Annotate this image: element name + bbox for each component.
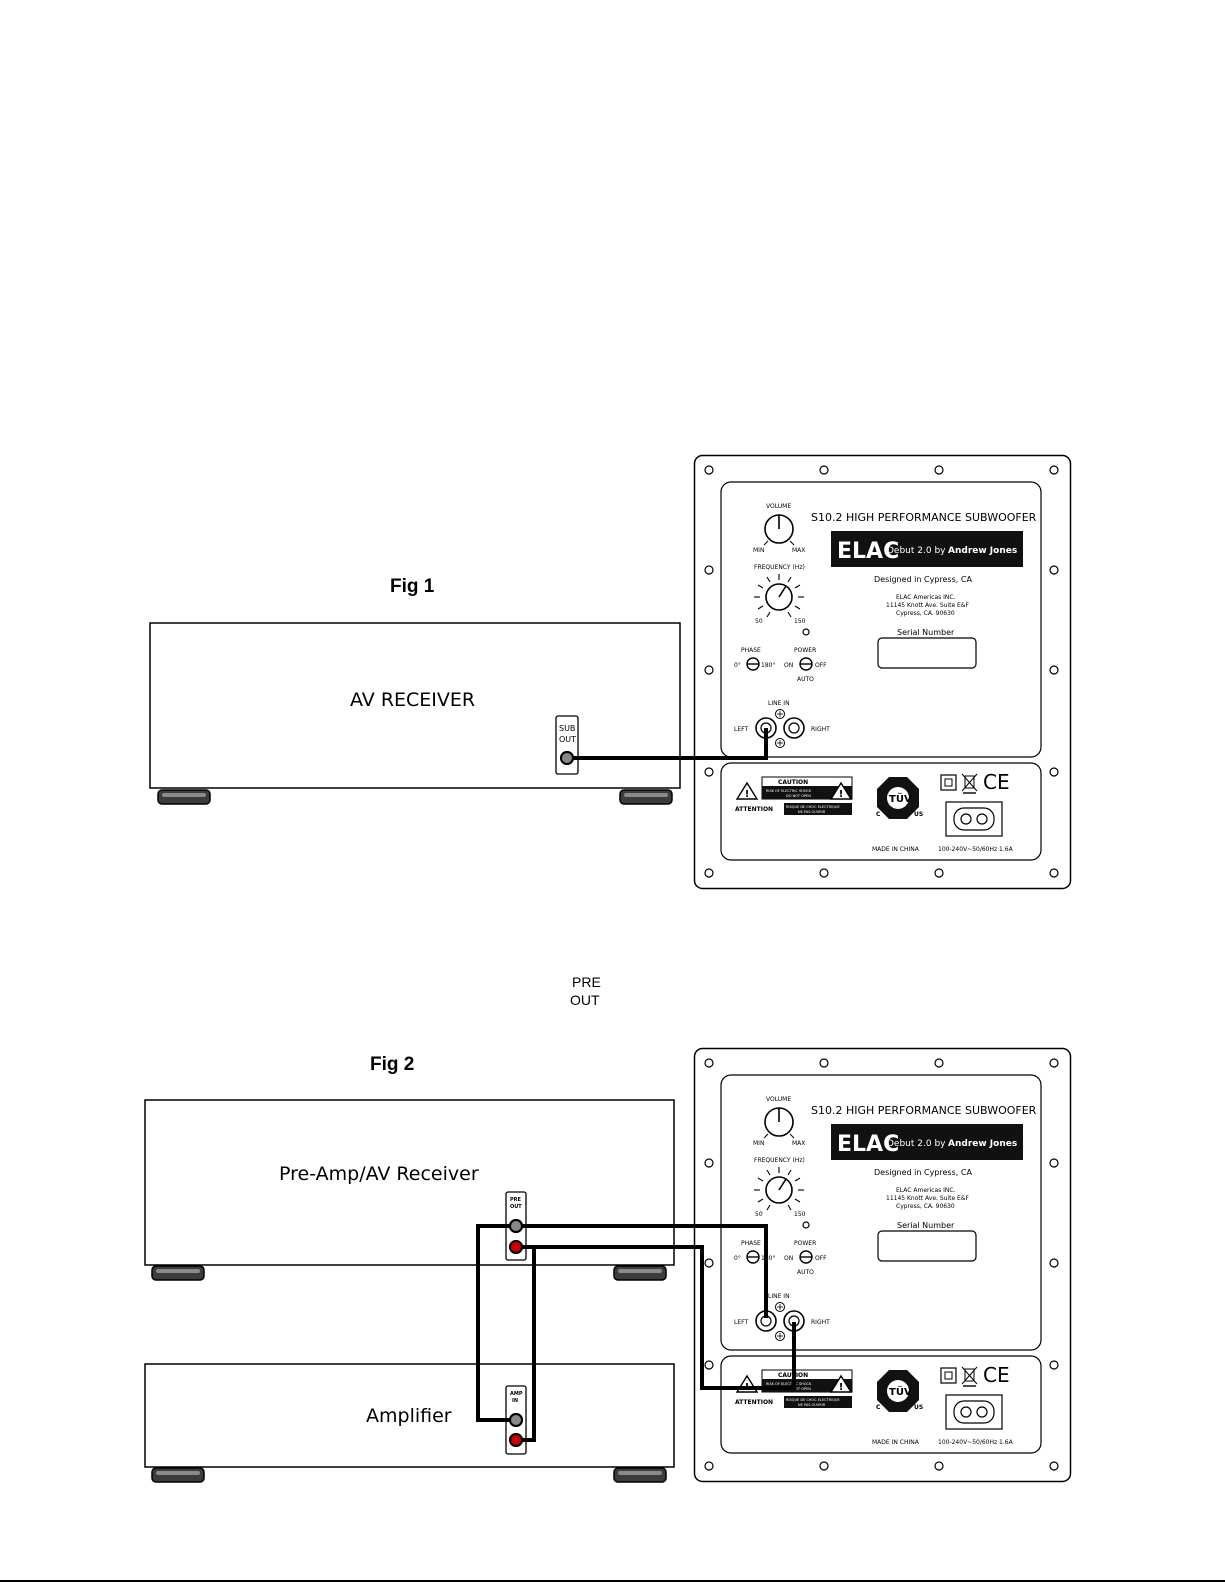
svg-text:MADE IN CHINA: MADE IN CHINA <box>872 1439 920 1446</box>
svg-text:Serial Number: Serial Number <box>897 628 955 637</box>
svg-text:0°: 0° <box>734 662 741 669</box>
svg-text:OUT: OUT <box>510 1204 522 1210</box>
svg-text:VOLUME: VOLUME <box>766 503 791 510</box>
svg-text:Serial Number: Serial Number <box>897 1221 955 1230</box>
svg-text:DO NOT OPEN: DO NOT OPEN <box>786 1387 811 1391</box>
svg-text:SUB: SUB <box>559 724 575 733</box>
svg-text:50: 50 <box>755 618 763 625</box>
svg-text:NE PAS OUVRIR: NE PAS OUVRIR <box>798 810 826 814</box>
svg-text:RIGHT: RIGHT <box>811 1319 830 1326</box>
sub-cable-fig1 <box>567 728 768 760</box>
svg-text:OFF: OFF <box>815 662 827 669</box>
svg-text:100-240V~50/60Hz 1.6A: 100-240V~50/60Hz 1.6A <box>938 1439 1014 1446</box>
bottom-rule <box>0 1580 1225 1582</box>
svg-text:0°: 0° <box>734 1255 741 1262</box>
subwoofer-panel-fig2: VOLUME MIN MAX FREQUENCY (Hz) 50 150 PHA… <box>693 1047 1072 1483</box>
svg-text:LEFT: LEFT <box>734 1319 748 1326</box>
svg-text:Debut 2.0 by: Debut 2.0 by <box>887 546 946 556</box>
svg-text:150: 150 <box>794 618 806 625</box>
svg-text:CE: CE <box>983 770 1010 794</box>
svg-text:ELAC: ELAC <box>837 1132 899 1157</box>
svg-text:S10.2 HIGH PERFORMANCE SUBWOOF: S10.2 HIGH PERFORMANCE SUBWOOFER <box>811 511 1037 524</box>
svg-text:VOLUME: VOLUME <box>766 1096 791 1103</box>
svg-text:LEFT: LEFT <box>734 726 748 733</box>
svg-text:POWER: POWER <box>794 647 816 654</box>
svg-text:IN: IN <box>512 1398 518 1404</box>
svg-text:FREQUENCY (Hz): FREQUENCY (Hz) <box>754 564 805 571</box>
cable-preout-left-to-amp <box>476 1224 516 1422</box>
svg-text:180°: 180° <box>761 662 775 669</box>
pre-out-callout-line2: OUT <box>570 992 600 1008</box>
svg-text:Andrew Jones: Andrew Jones <box>948 1139 1017 1149</box>
svg-text:AUTO: AUTO <box>797 676 814 683</box>
fig1-title: Fig 1 <box>390 576 435 597</box>
svg-text:MAX: MAX <box>792 1140 805 1147</box>
svg-text:ATTENTION: ATTENTION <box>735 806 773 813</box>
svg-text:100-240V~50/60Hz 1.6A: 100-240V~50/60Hz 1.6A <box>938 846 1014 853</box>
svg-text:MIN: MIN <box>753 1140 764 1147</box>
svg-text:CAUTION: CAUTION <box>778 779 808 786</box>
svg-text:RISK OF ELECTRIC SHOCK: RISK OF ELECTRIC SHOCK <box>766 1382 812 1386</box>
preamp-box: Pre-Amp/AV Receiver <box>144 1099 675 1281</box>
svg-text:DO NOT OPEN: DO NOT OPEN <box>786 794 811 798</box>
svg-text:RISK OF ELECTRIC SHOCK: RISK OF ELECTRIC SHOCK <box>766 789 812 793</box>
preamp-label: Pre-Amp/AV Receiver <box>279 1163 479 1185</box>
svg-text:US: US <box>914 1404 923 1411</box>
cable-preout-left-to-sub <box>516 1224 768 1318</box>
svg-text:PRE: PRE <box>510 1197 522 1203</box>
svg-text:OFF: OFF <box>815 1255 827 1262</box>
svg-text:ELAC Americas INC.: ELAC Americas INC. <box>896 1187 956 1194</box>
svg-text:NE PAS OUVRIR: NE PAS OUVRIR <box>798 1403 826 1407</box>
svg-text:MADE IN CHINA: MADE IN CHINA <box>872 846 920 853</box>
svg-text:CE: CE <box>983 1363 1010 1387</box>
svg-text:Cypress, CA. 90630: Cypress, CA. 90630 <box>896 1203 955 1210</box>
svg-text:Debut 2.0 by: Debut 2.0 by <box>887 1139 946 1149</box>
fig2-title: Fig 2 <box>370 1054 414 1075</box>
subwoofer-panel-fig1: VOLUME MIN MAX FREQUENCY (Hz) 50 150 PHA… <box>693 454 1072 890</box>
svg-text:C: C <box>876 811 881 818</box>
av-receiver-label: AV RECEIVER <box>350 689 475 711</box>
svg-text:ELAC Americas INC.: ELAC Americas INC. <box>896 594 956 601</box>
svg-text:Designed in Cypress, CA: Designed in Cypress, CA <box>874 1168 972 1177</box>
svg-text:11145 Knott Ave. Suite E&F: 11145 Knott Ave. Suite E&F <box>886 602 970 609</box>
svg-text:50: 50 <box>755 1211 763 1218</box>
svg-text:US: US <box>914 811 923 818</box>
av-receiver-box: AV RECEIVER <box>149 622 681 805</box>
pre-out-callout-line1: PRE <box>572 974 601 990</box>
svg-text:S10.2 HIGH PERFORMANCE SUBWOOF: S10.2 HIGH PERFORMANCE SUBWOOFER <box>811 1104 1037 1117</box>
svg-text:LINE IN: LINE IN <box>768 1293 790 1300</box>
cable-preout-right-to-sub <box>516 1245 796 1390</box>
svg-text:MIN: MIN <box>753 547 764 554</box>
svg-text:180°: 180° <box>761 1255 775 1262</box>
svg-text:ATTENTION: ATTENTION <box>735 1399 773 1406</box>
fig2-cables <box>476 1224 796 1442</box>
svg-text:AMP: AMP <box>510 1391 523 1397</box>
svg-text:11145 Knott Ave. Suite E&F: 11145 Knott Ave. Suite E&F <box>886 1195 970 1202</box>
svg-text:OUT: OUT <box>559 735 576 744</box>
svg-text:TÜV: TÜV <box>889 1384 912 1398</box>
svg-text:RISQUE DE CHOC ELECTRIQUE: RISQUE DE CHOC ELECTRIQUE <box>786 1398 840 1402</box>
svg-text:AUTO: AUTO <box>797 1269 814 1276</box>
amplifier-box: Amplifier <box>144 1363 675 1483</box>
svg-text:MAX: MAX <box>792 547 805 554</box>
svg-text:FREQUENCY (Hz): FREQUENCY (Hz) <box>754 1157 805 1164</box>
amplifier-label: Amplifier <box>366 1405 452 1427</box>
svg-text:ELAC: ELAC <box>837 539 899 564</box>
svg-text:PHASE: PHASE <box>741 647 761 654</box>
svg-text:PHASE: PHASE <box>741 1240 761 1247</box>
svg-text:POWER: POWER <box>794 1240 816 1247</box>
sub-out-jack-panel: SUB OUT <box>555 715 579 775</box>
svg-text:LINE IN: LINE IN <box>768 700 790 707</box>
svg-text:RISQUE DE CHOC ELECTRIQUE: RISQUE DE CHOC ELECTRIQUE <box>786 805 840 809</box>
svg-text:ON: ON <box>784 662 793 669</box>
svg-text:Designed in Cypress, CA: Designed in Cypress, CA <box>874 575 972 584</box>
svg-text:RIGHT: RIGHT <box>811 726 830 733</box>
svg-text:150: 150 <box>794 1211 806 1218</box>
svg-text:ON: ON <box>784 1255 793 1262</box>
svg-text:Andrew Jones: Andrew Jones <box>948 546 1017 556</box>
svg-text:C: C <box>876 1404 881 1411</box>
svg-text:TÜV: TÜV <box>889 791 912 805</box>
svg-text:Cypress, CA. 90630: Cypress, CA. 90630 <box>896 610 955 617</box>
